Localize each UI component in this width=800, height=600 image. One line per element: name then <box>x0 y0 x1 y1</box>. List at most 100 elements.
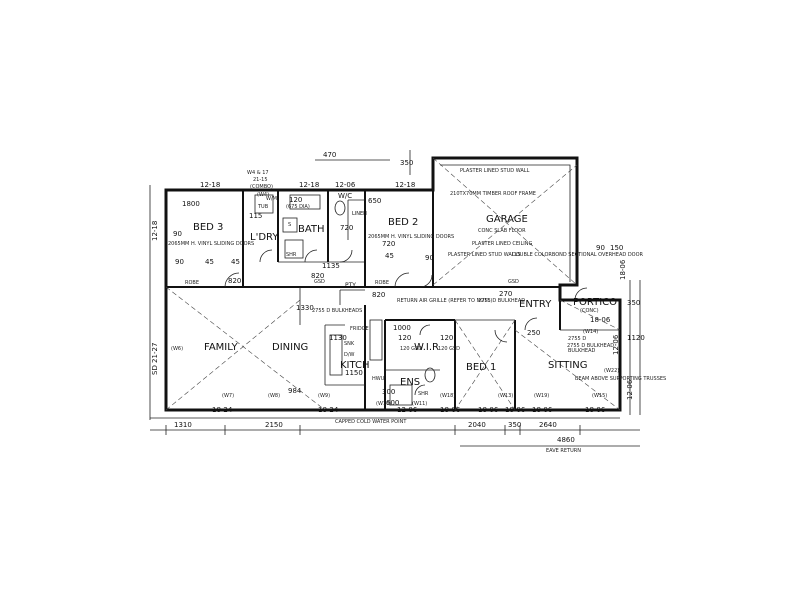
room-diagonals <box>165 157 621 411</box>
note-gsd-right: GSD <box>508 279 519 285</box>
dim-720: 720 <box>340 224 353 232</box>
annotation-notes: PLASTER LINED STUD WALL 210TX70MM TIMBER… <box>168 168 666 454</box>
note-2755d: 2755 D <box>568 336 586 342</box>
room-label-bed1: BED 1 <box>466 362 496 373</box>
note-window-size: 21-15 <box>253 177 268 183</box>
note-dishwasher: D/W <box>344 352 355 358</box>
dim-2640: 2640 <box>539 421 557 429</box>
room-label-ens: ENS <box>400 377 420 388</box>
note-plaster-ceiling: PLASTER LINED CEILING <box>472 241 533 247</box>
note-bulkhead-mid: 2755 D BULKHEAD <box>478 298 525 304</box>
dim-1800: 1800 <box>182 200 200 208</box>
window-w8: (W8) <box>268 393 280 399</box>
note-bulkhead2: BULKHEAD <box>568 348 595 354</box>
room-label-dining: DINING <box>272 342 308 353</box>
dim-90a: 90 <box>175 258 184 266</box>
dim-12-06v2: 12-06 <box>626 379 634 400</box>
note-bulkhead-right: 2755 D BULKHEAD <box>567 343 614 349</box>
note-bed2-doors: 2065MM H. VINYL SLIDING DOORS <box>368 234 454 240</box>
window-w14: (W14) <box>583 329 598 335</box>
window-w11: (W11) <box>412 401 427 407</box>
note-shr-ens: SHR <box>418 391 429 397</box>
note-hwu: HWU <box>372 376 385 382</box>
dim-600: 600 <box>386 399 399 407</box>
note-sink: SNK <box>344 341 355 347</box>
window-w6: (W6) <box>171 346 183 352</box>
dim-115: 115 <box>249 212 262 220</box>
window-w15: (W15) <box>592 393 607 399</box>
room-label-garage: GARAGE <box>486 214 528 225</box>
dim-2150: 2150 <box>265 421 283 429</box>
room-label-bath: BATH <box>298 224 325 235</box>
dim-90c: 90 <box>596 244 605 252</box>
dim-120c: 120 <box>398 334 411 342</box>
window-w22: (W22) <box>604 368 619 374</box>
room-label-wir: W.I.R <box>414 342 439 353</box>
dim-984: 984 <box>288 387 302 395</box>
note-gsd-wir: 120 GSD <box>400 346 422 352</box>
dim-sd-21-27: SD 21-27 <box>151 343 159 375</box>
note-robe-bed2: ROBE <box>375 280 389 286</box>
dim-4860: 4860 <box>557 436 575 444</box>
note-return-air: RETURN AIR GRILLE (REFER TO NOTE) <box>397 298 492 304</box>
dim-18-24a: 18-24 <box>212 406 233 414</box>
note-timber-roof: 210TX70MM TIMBER ROOF FRAME <box>450 191 536 197</box>
dim-350b: 350 <box>627 299 640 307</box>
note-s: S <box>288 222 291 228</box>
note-window-label: W4 & 17 <box>247 170 269 176</box>
dim-12-18a: 12-18 <box>200 181 220 189</box>
dim-250: 250 <box>527 329 540 337</box>
door-swings <box>224 249 588 396</box>
room-label-pty: PTY <box>345 282 356 289</box>
note-shr-bath: SHR <box>286 252 297 258</box>
room-label-family: FAMILY <box>204 342 238 353</box>
room-label-bed2: BED 2 <box>388 217 418 228</box>
dim-2040: 2040 <box>468 421 486 429</box>
room-label-entry: ENTRY <box>519 299 552 310</box>
window-w19: (W19) <box>534 393 549 399</box>
window-w18: (W18) <box>440 393 455 399</box>
room-label-kitch: KITCH <box>340 360 370 371</box>
dim-12-06a: 12-06 <box>335 181 356 189</box>
dim-12-18b: 12-18 <box>299 181 319 189</box>
dim-470: 470 <box>323 151 336 159</box>
dim-12-06v: 12-06 <box>612 334 620 355</box>
dim-90b: 90 <box>425 254 434 262</box>
note-plaster-stud: PLASTER LINED STUD WALL <box>460 168 530 174</box>
dim-300: 300 <box>382 388 395 396</box>
room-label-ldry: L'DRY <box>250 232 279 243</box>
dim-1135: 1135 <box>322 262 340 270</box>
note-gsd-bed1: 120 GSD <box>438 346 460 352</box>
dim-18-06e: 18-06 <box>585 406 606 414</box>
room-label-linen: LINEN <box>352 211 367 217</box>
note-eave: EAVE RETURN <box>546 448 581 454</box>
note-plaster-stud-walls: PLASTER LINED STUD WALLS <box>448 252 521 258</box>
note-double-door: DOUBLE COLORBOND SECTIONAL OVERHEAD DOOR <box>512 252 644 258</box>
dim-820a: 820 <box>228 277 241 285</box>
note-bed3-doors: 2065MM H. VINYL SLIDING DOORS <box>168 241 254 247</box>
window-w7: (W7) <box>222 393 234 399</box>
room-labels: BED 3 L'DRY BATH W/C BED 2 GARAGE FAMILY… <box>193 192 617 388</box>
dim-1330: 1330 <box>296 304 314 312</box>
interior-walls <box>166 190 620 410</box>
dim-820c: 820 <box>372 291 385 299</box>
dim-18-06c: 18-06 <box>505 406 526 414</box>
note-wm: W/M <box>266 196 277 202</box>
dim-45a: 45 <box>205 258 214 266</box>
room-label-wc: W/C <box>338 192 352 200</box>
note-conc-floor: CONC SLAB FLOOR <box>478 228 526 234</box>
dim-12-18c: 12-18 <box>395 181 415 189</box>
dim-270: 270 <box>499 290 512 298</box>
room-label-portico: PORTICO <box>573 297 617 308</box>
note-combo: (COMBO) <box>250 184 273 190</box>
dim-1150: 1150 <box>345 369 363 377</box>
dim-350: 350 <box>400 159 413 167</box>
room-label-sitting: SITTING <box>548 360 588 371</box>
dim-150: 150 <box>610 244 623 252</box>
dim-18-06d: 18-06 <box>532 406 553 414</box>
dim-18-06f: 18-06 <box>590 316 611 324</box>
dim-1130: 1130 <box>329 334 347 342</box>
note-beam: BEAM ABOVE SUPPORTING TRUSSES <box>575 376 666 382</box>
note-capped: CAPPED COLD WATER POINT <box>335 419 407 425</box>
